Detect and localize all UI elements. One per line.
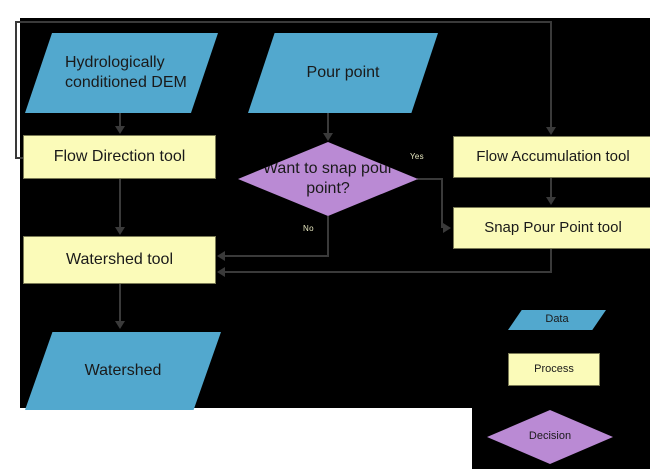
arrowhead-watershed-tool-to-watershed	[115, 321, 125, 329]
connector-no-segment-horizontal	[225, 255, 329, 257]
node-snap-pour-point-tool[interactable]: Snap Pour Point tool	[453, 207, 650, 249]
connector-pour-point-to-decision	[327, 113, 329, 134]
node-label-flow-accumulation: Flow Accumulation tool	[476, 147, 630, 165]
arrowhead-dem-to-flow-direction	[115, 126, 125, 134]
node-label-pour-point: Pour point	[306, 64, 380, 82]
connector-snap-pour-point-down	[550, 249, 552, 272]
legend-item-data: Data	[508, 310, 606, 330]
connector-dem-to-flow-direction	[119, 113, 121, 127]
connector-yes-segment-vertical	[441, 178, 443, 228]
arrowhead-yes-to-snap-pour-point	[443, 223, 451, 233]
branch-label-yes: Yes	[410, 152, 424, 161]
arrowhead-pour-point-to-decision	[323, 133, 333, 141]
connector-flow-direction-to-watershed-tool	[119, 179, 121, 228]
connector-right-riser	[550, 21, 552, 128]
connector-watershed-tool-to-watershed	[119, 284, 121, 322]
legend-item-process: Process	[508, 353, 600, 386]
connector-snap-pour-point-to-watershed-tool	[225, 271, 552, 273]
node-label-snap-pour-point: Snap Pour Point tool	[484, 218, 622, 236]
connector-left-into-flow-direction	[15, 157, 27, 159]
connector-no-segment-vertical	[327, 216, 329, 256]
arrowhead-flow-accumulation-to-snap-pour-point	[546, 197, 556, 205]
node-label-watershed: Watershed	[84, 362, 162, 380]
connector-left-riser	[15, 21, 17, 159]
node-flow-accumulation-tool[interactable]: Flow Accumulation tool	[453, 136, 650, 178]
connector-flow-accumulation-to-snap-pour-point	[550, 178, 552, 198]
arrowhead-snap-to-watershed-tool	[217, 267, 225, 277]
legend-label-decision: Decision	[528, 430, 572, 443]
connector-top-bus	[15, 21, 552, 23]
legend-label-data: Data	[545, 313, 569, 326]
connector-yes-segment-horizontal	[417, 178, 443, 180]
node-label-flow-direction: Flow Direction tool	[53, 148, 186, 166]
node-label-dem: Hydrologically conditioned DEM	[65, 54, 187, 91]
legend-label-process: Process	[534, 362, 574, 375]
node-watershed-output[interactable]: Watershed	[25, 332, 221, 410]
arrowhead-no-to-watershed-tool	[217, 251, 225, 261]
arrowhead-flow-direction-to-watershed-tool	[115, 227, 125, 235]
arrowhead-to-flow-accumulation	[546, 127, 556, 135]
node-pour-point[interactable]: Pour point	[248, 33, 438, 113]
branch-label-no: No	[303, 224, 314, 233]
node-hydrologically-conditioned-dem[interactable]: Hydrologically conditioned DEM	[25, 33, 218, 113]
node-watershed-tool[interactable]: Watershed tool	[23, 236, 216, 284]
node-flow-direction-tool[interactable]: Flow Direction tool	[23, 135, 216, 179]
node-label-watershed-tool: Watershed tool	[65, 251, 173, 269]
